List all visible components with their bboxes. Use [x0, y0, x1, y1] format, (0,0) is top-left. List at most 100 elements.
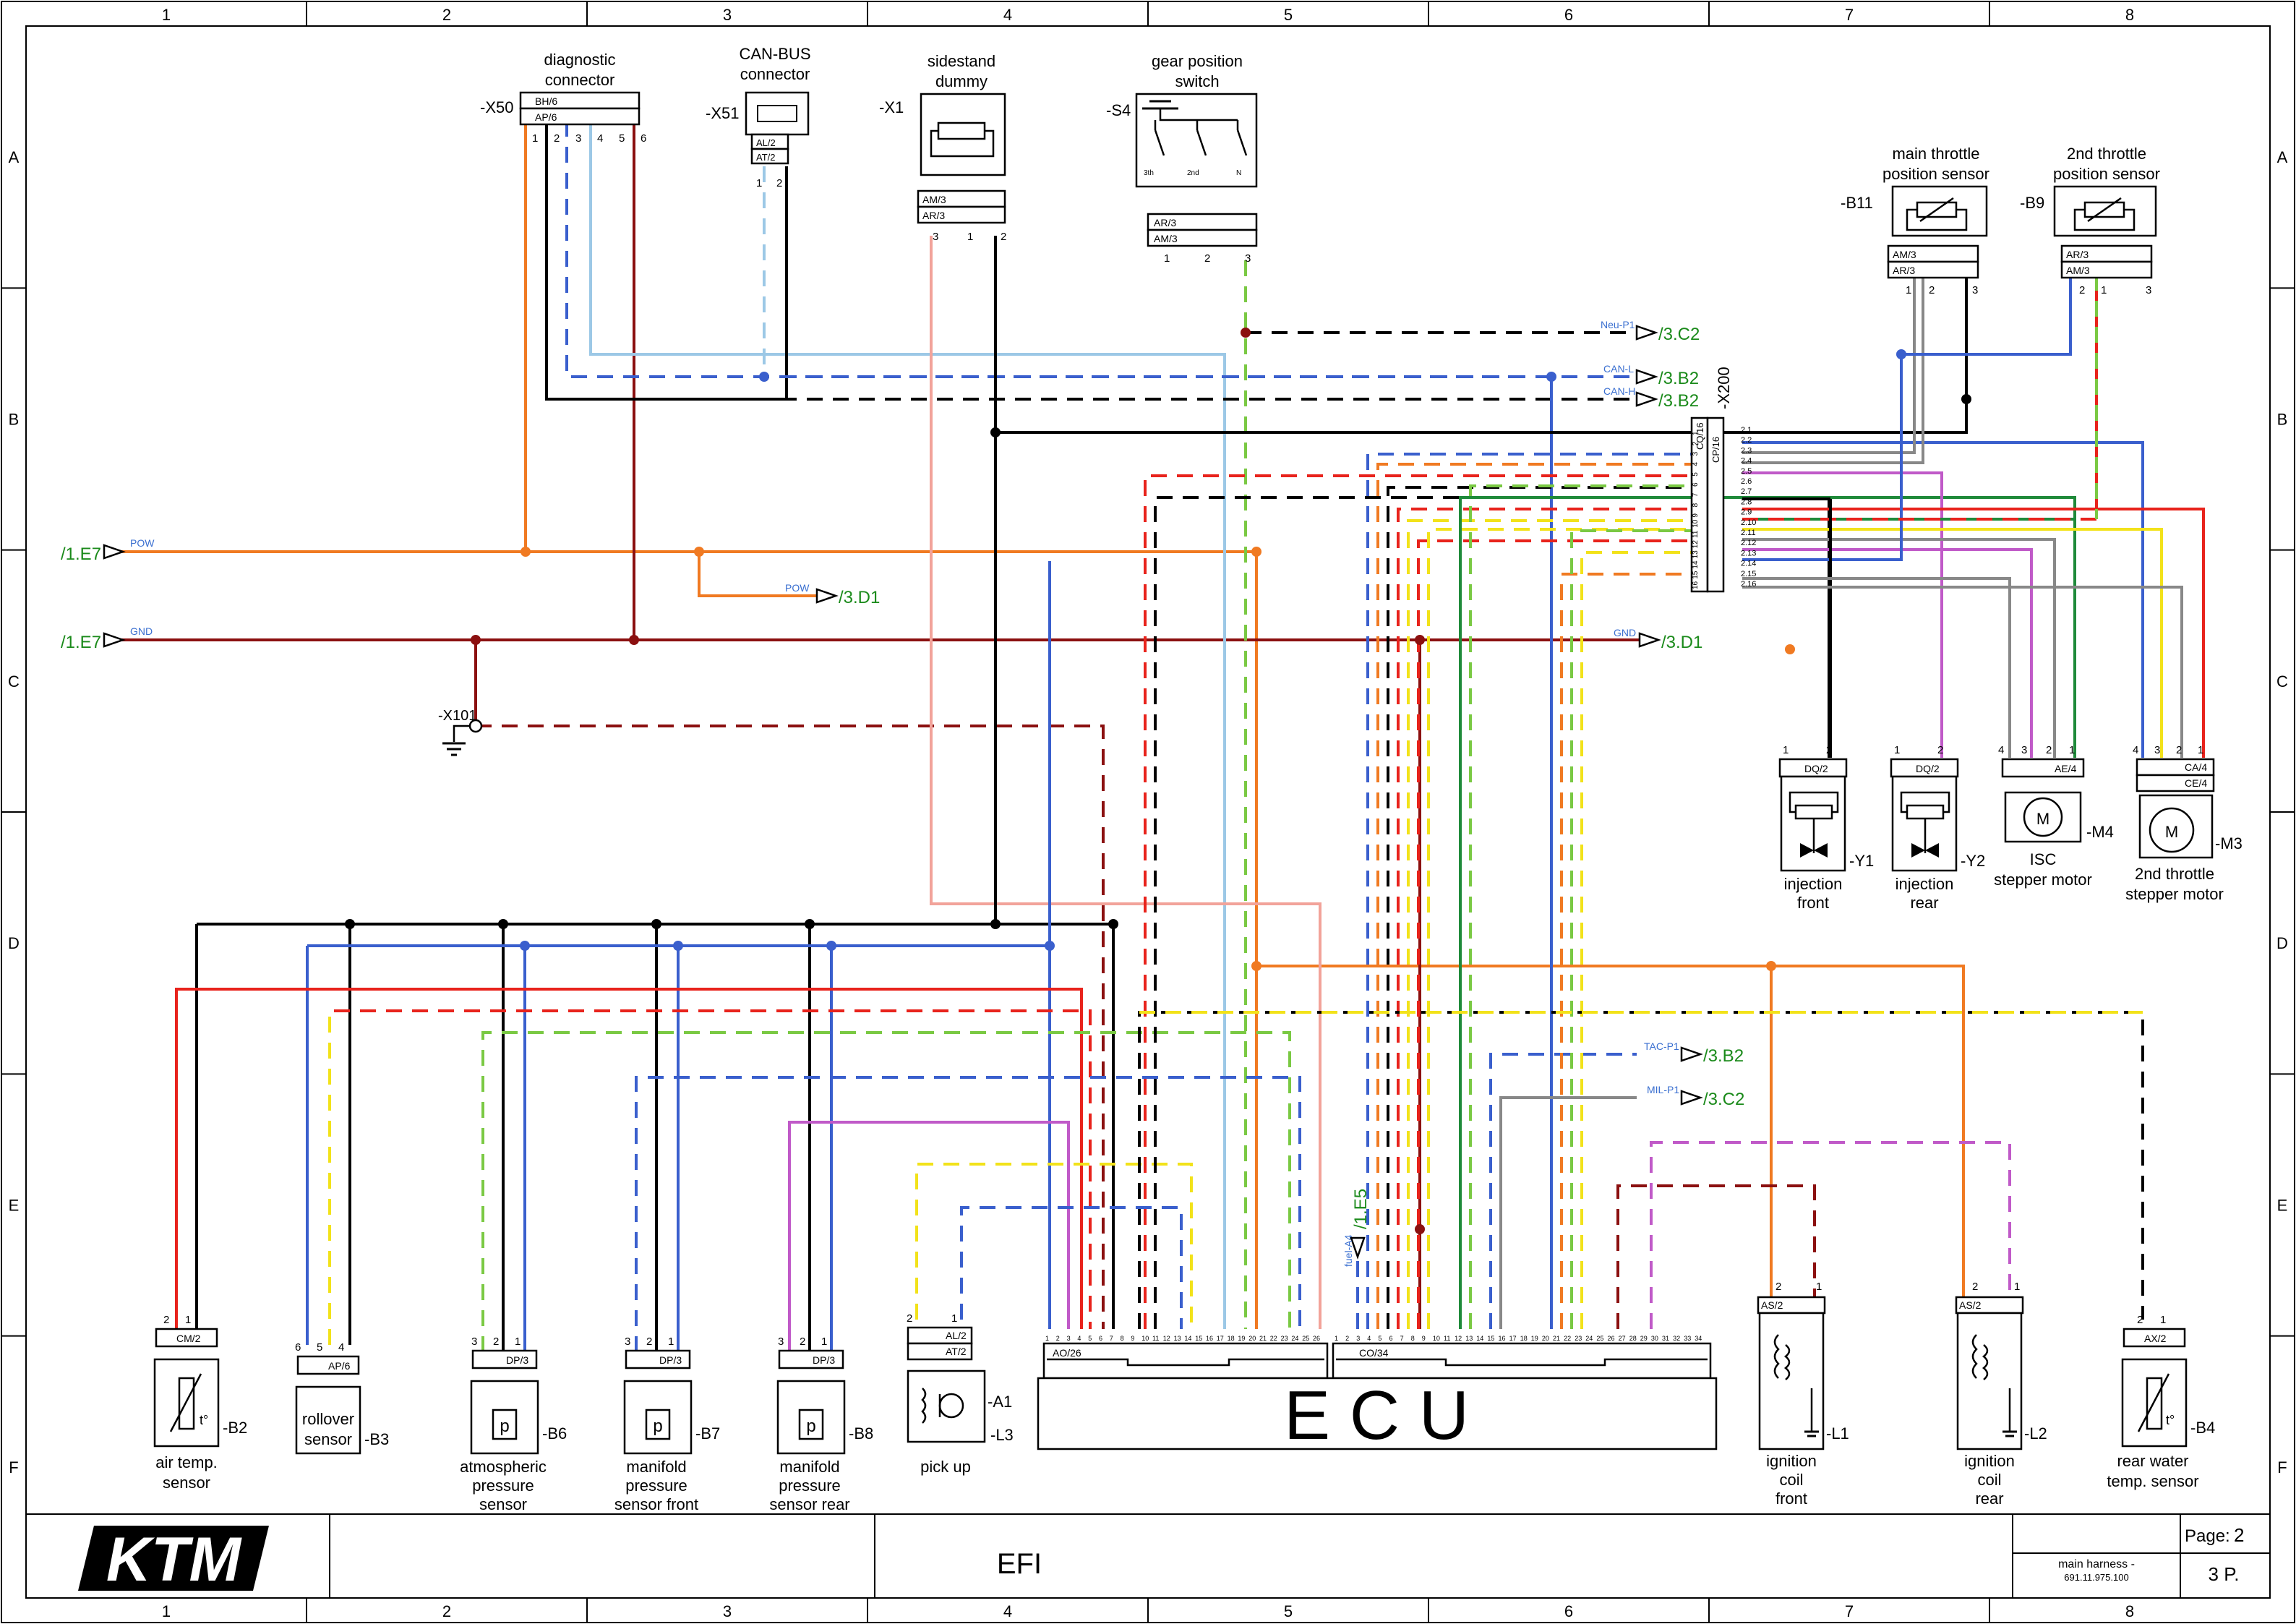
ecu-pin-label: 12 [1455, 1335, 1462, 1342]
rollover-sensor-b3: 6 5 4 AP/6 rollover sensor -B3 [295, 1341, 389, 1455]
x200-pin-label: 2.2 [1741, 436, 1752, 445]
grid-row-label: A [2277, 148, 2288, 166]
grid-col-label: 1 [162, 1602, 171, 1620]
manifold-pressure-sensor-rear-b8: 3 2 1 DP/3 p -B8 manifold pressure senso… [769, 1335, 873, 1513]
ecu-pin-label: 10 [1433, 1335, 1440, 1342]
svg-text:diagnostic: diagnostic [544, 51, 615, 69]
svg-text:/3.D1: /3.D1 [839, 588, 880, 607]
svg-text:DQ/2: DQ/2 [1804, 763, 1828, 774]
svg-text:1: 1 [2198, 744, 2203, 756]
svg-text:-X50: -X50 [480, 98, 513, 116]
svg-text:-B4: -B4 [2190, 1419, 2215, 1437]
svg-text:position sensor: position sensor [2053, 165, 2160, 183]
x200-pin-label: 9 [1692, 513, 1700, 518]
grid-col-label: 2 [442, 6, 451, 24]
ecu-pin-label: 21 [1259, 1335, 1267, 1342]
ref-mil: MIL-P1 /3.C2 [1647, 1084, 1744, 1109]
ref-fuel: /1.E5 fuel-A4 [1342, 1189, 1371, 1267]
svg-text:-Y2: -Y2 [1961, 852, 1985, 870]
svg-text:2: 2 [800, 1335, 805, 1348]
ecu-pin-label: 14 [1476, 1335, 1483, 1342]
svg-text:p: p [806, 1416, 815, 1436]
ecu-pin-label: 25 [1302, 1335, 1309, 1342]
ecu-pin-label: 27 [1619, 1335, 1626, 1342]
ref-neu: Neu-P1 /3.C2 [1601, 319, 1700, 344]
svg-text:4: 4 [2133, 744, 2138, 756]
svg-text:3 P.: 3 P. [2209, 1563, 2240, 1585]
x50-pin-label: 5 [619, 132, 625, 145]
x50-pin-label: 4 [597, 132, 603, 145]
x200-pin-label: 2.16 [1741, 580, 1756, 589]
svg-text:3: 3 [625, 1335, 630, 1348]
svg-text:-L1: -L1 [1826, 1424, 1849, 1443]
svg-text:-A1: -A1 [988, 1393, 1012, 1411]
svg-text:1: 1 [668, 1335, 674, 1348]
svg-text:3: 3 [1245, 252, 1251, 265]
ecu-pin-label: 28 [1629, 1335, 1637, 1342]
pick-up-l3: 2 1 AL/2 AT/2 -A1 -L3 pick up [907, 1312, 1014, 1476]
ecu-pin-label: 13 [1465, 1335, 1473, 1342]
svg-text:rollover: rollover [302, 1410, 354, 1428]
ecu-pin-label: 11 [1444, 1335, 1450, 1342]
svg-text:AR/3: AR/3 [2066, 249, 2089, 260]
x50-pin-label: 2 [554, 132, 560, 145]
injection-front-y1: 1 2 DQ/2 -Y1 injection front [1778, 744, 1874, 912]
ecu-pin-label: 19 [1238, 1335, 1245, 1342]
ecu-pin-label: 34 [1695, 1335, 1702, 1342]
svg-text:/1.E5: /1.E5 [1351, 1189, 1371, 1229]
svg-text:M: M [2165, 823, 2178, 841]
svg-text:2: 2 [2046, 744, 2052, 756]
ecu-pin-label: 23 [1575, 1335, 1582, 1342]
ref-can-l: CAN-L /3.B2 [1603, 363, 1699, 388]
svg-text:-B9: -B9 [2020, 194, 2044, 212]
svg-text:sensor: sensor [163, 1474, 210, 1492]
grid-row-label: E [9, 1197, 20, 1215]
svg-text:AL/2: AL/2 [756, 137, 776, 148]
x200-pin-label: 10 [1692, 519, 1700, 528]
svg-text:3th: 3th [1144, 169, 1154, 177]
svg-text:DP/3: DP/3 [813, 1354, 835, 1366]
x200-pin-label: 6 [1692, 482, 1700, 487]
x200-pin-label: 2.8 [1741, 497, 1752, 506]
svg-text:/1.E7: /1.E7 [61, 633, 101, 652]
svg-text:AR/3: AR/3 [1154, 217, 1176, 228]
ref-gnd-out: GND /3.D1 [1614, 627, 1702, 652]
air-temp-sensor-b2: 2 1 CM/2 t° -B2 air temp. sensor [153, 1314, 247, 1492]
x200-pin-label: 14 [1692, 560, 1700, 569]
svg-text:1: 1 [515, 1335, 521, 1348]
svg-text:/3.C2: /3.C2 [1658, 325, 1700, 344]
svg-text:E C U: E C U [1284, 1377, 1469, 1454]
ecu-pin-label: 15 [1195, 1335, 1202, 1342]
svg-text:-L2: -L2 [2024, 1424, 2047, 1443]
svg-text:1: 1 [821, 1335, 827, 1348]
ecu-pin-label: 16 [1499, 1335, 1506, 1342]
title-block: KTM EFI main harness - 691.11.975.100 Pa… [78, 1514, 2270, 1598]
ecu-pin-label: 5 [1378, 1335, 1382, 1342]
svg-text:2: 2 [1937, 744, 1943, 756]
ecu-pin-label: 8 [1411, 1335, 1415, 1342]
svg-text:sensor: sensor [479, 1495, 527, 1513]
svg-text:1: 1 [1164, 252, 1170, 265]
svg-text:1: 1 [2069, 744, 2075, 756]
ground-point-x101: -X101 [438, 708, 483, 756]
grid-row-label: B [2277, 411, 2288, 429]
svg-text:-B6: -B6 [542, 1424, 567, 1443]
svg-text:691.11.975.100: 691.11.975.100 [2064, 1572, 2128, 1583]
grid-row-label: F [9, 1458, 18, 1476]
ignition-coil-rear-l2: 2 1 AS/2 -L2 ignition coil rear [1955, 1281, 2047, 1508]
ecu-pin-label: 22 [1270, 1335, 1277, 1342]
injection-rear-y2: 1 2 DQ/2 -Y2 injection rear [1890, 744, 1985, 912]
svg-text:2nd: 2nd [1187, 169, 1199, 177]
svg-text:AP/6: AP/6 [328, 1360, 351, 1372]
svg-text:-B2: -B2 [223, 1419, 247, 1437]
ecu-pin-label: 24 [1585, 1335, 1593, 1342]
ecu-pin-label: 20 [1542, 1335, 1549, 1342]
ecu-pin-label: 25 [1596, 1335, 1603, 1342]
svg-text:MIL-P1: MIL-P1 [1647, 1084, 1679, 1095]
svg-text:2: 2 [1204, 252, 1210, 265]
ecu-pin-label: 10 [1141, 1335, 1149, 1342]
svg-text:CP/16: CP/16 [1710, 437, 1721, 463]
ecu-pin-label: 18 [1228, 1335, 1235, 1342]
